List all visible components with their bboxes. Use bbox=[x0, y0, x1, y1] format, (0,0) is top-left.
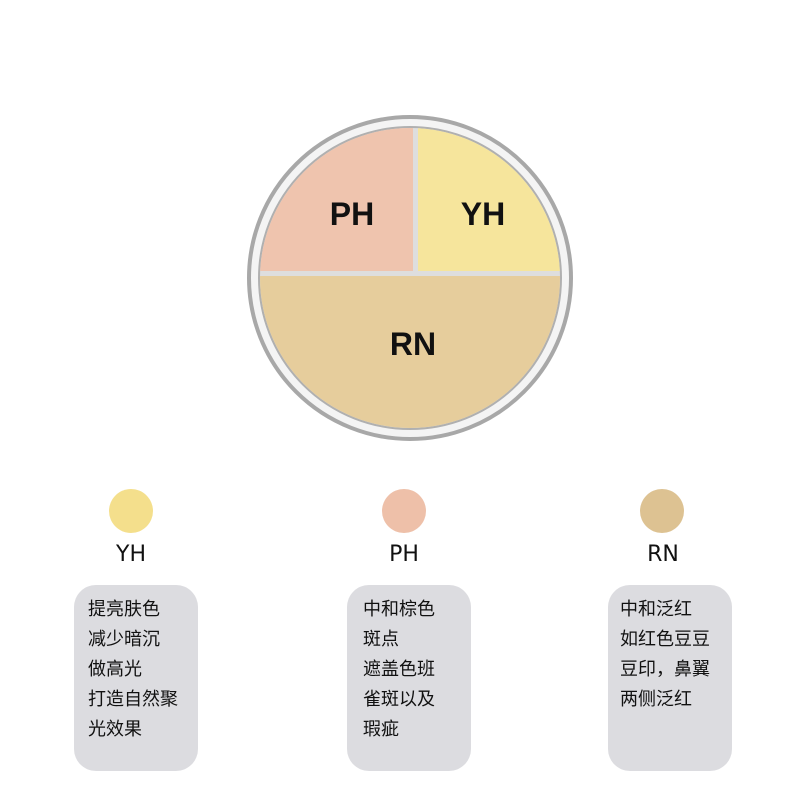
yh-label: YH bbox=[116, 542, 146, 567]
ph-section bbox=[260, 128, 413, 271]
yh-section-label: YH bbox=[461, 196, 505, 232]
yh-color-swatch bbox=[109, 489, 153, 533]
ph-description-card: 中和棕色 斑点 遮盖色班 雀斑以及 瑕疵 bbox=[347, 585, 471, 771]
description-line: 中和泛红 bbox=[620, 599, 692, 620]
rn-color-swatch bbox=[640, 489, 684, 533]
rn-section bbox=[260, 276, 560, 428]
yh-description-card: 提亮肤色 减少暗沉 做高光 打造自然聚 光效果 bbox=[74, 585, 198, 771]
description-line: 打造自然聚 bbox=[88, 689, 178, 710]
ph-section-label: PH bbox=[330, 196, 374, 232]
ph-label: PH bbox=[389, 542, 419, 567]
rn-label: RN bbox=[647, 542, 679, 567]
description-line: 提亮肤色 bbox=[88, 599, 160, 620]
description-line: 豆印，鼻翼 bbox=[620, 659, 710, 680]
ph-color-swatch bbox=[382, 489, 426, 533]
yh-section bbox=[418, 128, 560, 271]
description-line: 减少暗沉 bbox=[88, 629, 160, 650]
description-line: 斑点 bbox=[363, 629, 399, 650]
rn-section-label: RN bbox=[390, 326, 436, 362]
description-line: 如红色豆豆 bbox=[620, 629, 710, 650]
concealer-compact: PH YH RN bbox=[247, 115, 573, 441]
description-line: 两侧泛红 bbox=[620, 689, 692, 710]
description-line: 雀斑以及 bbox=[363, 689, 435, 710]
rn-description-card: 中和泛红 如红色豆豆 豆印，鼻翼 两侧泛红 bbox=[608, 585, 732, 771]
description-line: 瑕疵 bbox=[363, 719, 399, 740]
description-line: 光效果 bbox=[88, 719, 142, 740]
description-line: 做高光 bbox=[88, 659, 142, 680]
description-line: 遮盖色班 bbox=[363, 659, 435, 680]
description-line: 中和棕色 bbox=[363, 599, 435, 620]
